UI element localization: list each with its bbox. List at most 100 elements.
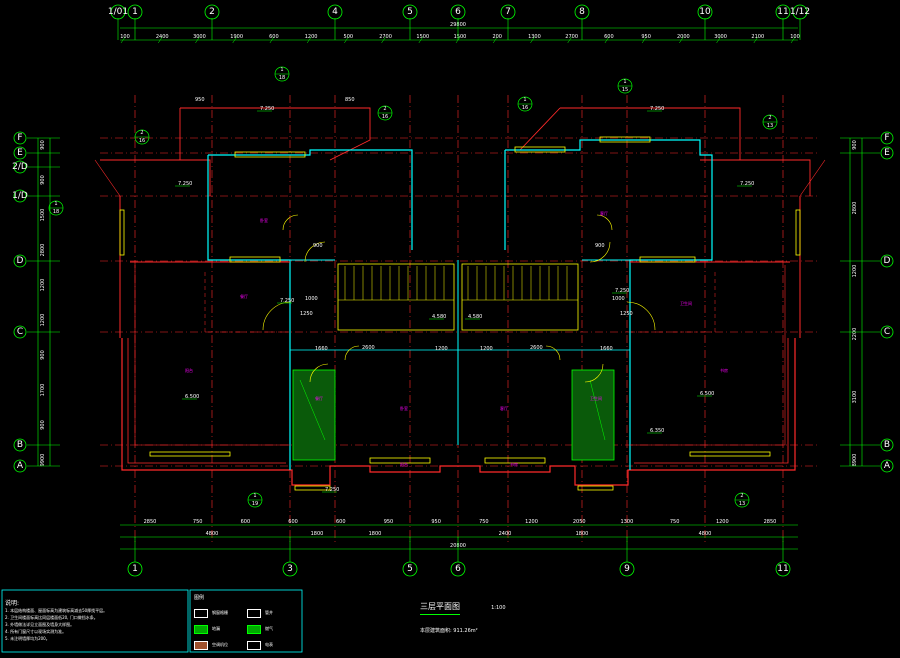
dim-text-right: 900 (852, 140, 858, 150)
dim-text-bottom-1: 1200 (716, 519, 729, 525)
legend-panel: 图例 钢窗格栅管井地漏燃气空调机位电表 (194, 594, 300, 653)
dim-text-bottom-1: 950 (431, 519, 441, 525)
dim-text-left: 1200 (40, 314, 46, 327)
legend-label: 地漏 (212, 626, 220, 631)
elevation-label: 7.250 (740, 181, 754, 187)
dim-text-bottom-2: 4800 (699, 531, 712, 537)
section-ref-sheet: 16 (522, 105, 528, 111)
walls (94, 107, 826, 486)
note-line: 2. 卫生间楼面标高比同层楼面低20, 门口做挡水条。 (5, 615, 98, 620)
section-ref-sheet: 13 (739, 501, 745, 507)
axis-label-top: 4 (332, 7, 338, 17)
legend-label: 电表 (265, 642, 273, 647)
section-ref-num: 2 (740, 493, 743, 499)
axis-label-bottom: 1 (132, 564, 138, 574)
room-name: 卧室 (260, 217, 268, 223)
dim-text-top: 2000 (677, 34, 690, 40)
drawing-scale: 1:100 (491, 605, 506, 611)
legend-item: 空调机位 (194, 637, 247, 653)
dim-text-left: 1700 (40, 384, 46, 397)
dim-text-left: 900 (40, 175, 46, 185)
axis-bubble-top (204, 4, 220, 20)
dim-text-top: 1200 (305, 34, 318, 40)
dim-text-bottom-1: 2050 (573, 519, 586, 525)
elevation-label: 7.250 (650, 106, 664, 112)
shaft-icon (247, 608, 261, 618)
misc-dim: 1660 (315, 346, 328, 352)
dim-text-top: 200 (492, 34, 502, 40)
axis-label-top: 11 (777, 7, 788, 17)
axis-label-bottom: 3 (287, 564, 293, 574)
dim-text-bottom-1: 1200 (525, 519, 538, 525)
axis-label-bottom: 9 (624, 564, 630, 574)
axis-bubble-bottom (775, 561, 791, 577)
misc-dim: 1200 (480, 346, 493, 352)
misc-dim: 850 (345, 97, 355, 103)
axis-bubble-right (880, 325, 894, 339)
axis-label-bottom: 11 (777, 564, 788, 574)
axis-bubble-left (13, 438, 27, 452)
axis-label-left: F (17, 133, 22, 143)
dim-text-top: 1900 (230, 34, 243, 40)
dim-text-top: 2700 (379, 34, 392, 40)
dimension-lines (37, 27, 863, 550)
axis-bubble-bottom (282, 561, 298, 577)
dim-text-top: 950 (641, 34, 651, 40)
legend-item: 管井 (247, 605, 300, 621)
misc-dim: 1200 (435, 346, 448, 352)
note-line: 1. 本层结构楼面、屋面标高为建筑标高减去50厚找平层。 (5, 608, 108, 613)
dim-text-left: 900 (40, 350, 46, 360)
floor-drain-icon (194, 624, 208, 634)
axis-bubble-top (327, 4, 343, 20)
axis-label-left: D (17, 256, 24, 266)
axis-bubble-top (450, 4, 466, 20)
section-ref-num: 2 (768, 115, 771, 121)
dim-text-right: 2800 (852, 202, 858, 215)
axis-label-right: B (884, 440, 890, 450)
misc-dim: 1000 (612, 296, 625, 302)
misc-dim: 900 (313, 243, 323, 249)
misc-dim: 1250 (300, 311, 313, 317)
axis-label-left: 2/D (12, 162, 28, 172)
section-ref-num: 2 (140, 130, 143, 136)
axis-label-left: E (17, 148, 23, 158)
axis-bubble-bottom (619, 561, 635, 577)
dim-text-left: 900 (40, 140, 46, 150)
gas-icon (247, 624, 261, 634)
dim-text-bottom-1: 750 (193, 519, 203, 525)
dim-text-bottom-1: 750 (479, 519, 489, 525)
axis-label-top: 2 (209, 7, 215, 17)
window-hatch-icon (194, 608, 208, 618)
dim-text-right: 2200 (852, 328, 858, 341)
dim-text-bottom-1: 600 (336, 519, 346, 525)
axis-bubble-bottom (450, 561, 466, 577)
axis-bubble-left (13, 325, 27, 339)
room-name: 卫生间 (680, 300, 692, 306)
legend-label: 管井 (265, 610, 273, 615)
dim-text-top: 1500 (416, 34, 429, 40)
room-name: 书房 (720, 367, 728, 373)
legend-item: 地漏 (194, 621, 247, 637)
axis-label-right: A (884, 461, 891, 471)
misc-dim: 950 (195, 97, 205, 103)
axis-label-left: B (17, 440, 23, 450)
misc-dim: 1000 (305, 296, 318, 302)
title-underline (420, 614, 460, 615)
elevation-label: 7.250 (280, 298, 294, 304)
axis-bubble-top (500, 4, 516, 20)
dim-text-top: 2400 (156, 34, 169, 40)
elevation-label: 6.500 (185, 394, 199, 400)
legend-label: 钢窗格栅 (212, 610, 228, 615)
dim-text-bottom-2: 1800 (311, 531, 324, 537)
axis-bubble-right (880, 131, 894, 145)
room-name: 阳台 (400, 461, 408, 467)
misc-dim: 900 (595, 243, 605, 249)
bathrooms (292, 369, 615, 461)
axis-label-top: 10 (699, 7, 711, 17)
section-ref-num: 1 (523, 97, 526, 103)
axis-label-right: E (884, 148, 890, 158)
section-ref-sheet: 16 (139, 138, 145, 144)
axis-bubble-left (13, 146, 27, 160)
